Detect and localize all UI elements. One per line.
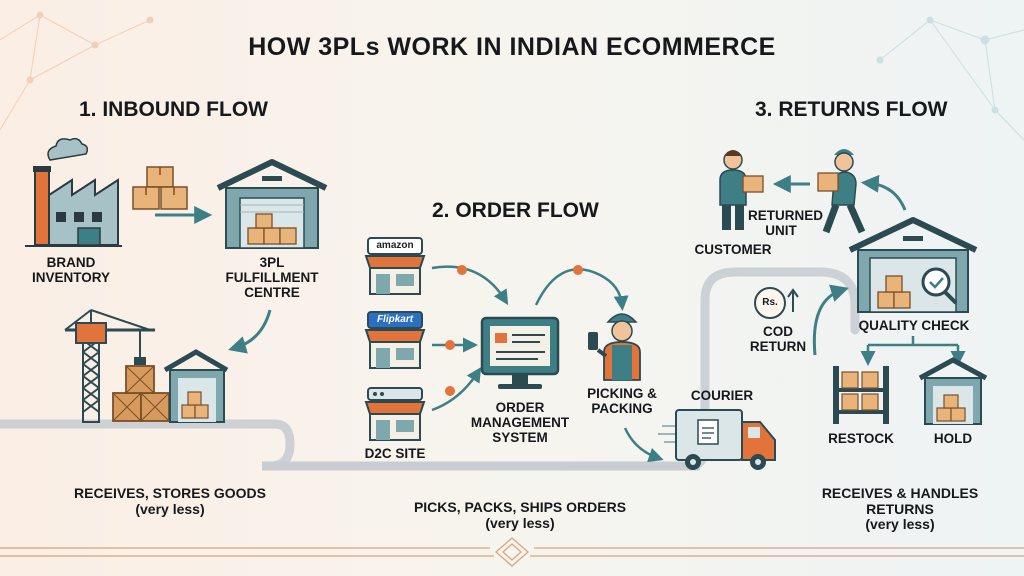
- arrow-qc-to-person: [860, 174, 907, 211]
- network-decoration-left: [0, 11, 154, 131]
- returns-heading: 3. RETURNS FLOW: [755, 98, 948, 121]
- delivery-person-icon: [817, 149, 866, 234]
- courier-label: COURIER: [690, 388, 754, 403]
- arrow-amazon-to-oms: [431, 265, 509, 306]
- inbound-heading: 1. INBOUND FLOW: [79, 98, 268, 121]
- page-title: HOW 3PLs WORK IN INDIAN ECOMMERCE: [248, 33, 776, 61]
- restock-label: RESTOCK: [828, 431, 894, 446]
- arrow-picking-to-courier: [623, 427, 664, 463]
- fulfillment-centre-label: 3PL FULFILLMENT CENTRE: [225, 255, 319, 301]
- returns-caption-text: RECEIVES & HANDLES RETURNS: [821, 485, 979, 517]
- picking-packing-label: PICKING & PACKING: [587, 386, 657, 417]
- d2c-site-label: D2C SITE: [364, 446, 426, 461]
- amazon-logo: amazon: [376, 240, 414, 251]
- returned-unit-label: RETURNED UNIT: [748, 208, 824, 239]
- boxes-icon: [132, 166, 188, 210]
- flipkart-logo: Flipkart: [376, 314, 414, 325]
- customer-icon: [719, 150, 764, 230]
- courier-truck-icon: [658, 409, 776, 470]
- arrow-qc-branch: [868, 336, 958, 347]
- bottom-border-decoration: [0, 537, 1024, 567]
- inbound-caption: RECEIVES, STORES GOODS (very less): [50, 485, 290, 517]
- inbound-caption-text: RECEIVES, STORES GOODS: [74, 485, 266, 501]
- storage-warehouse-icon: [163, 349, 229, 423]
- inbound-caption-note: (very less): [135, 500, 205, 517]
- amazon-store-icon: [364, 237, 426, 295]
- order-caption-text: PICKS, PACKS, SHIPS ORDERS: [413, 499, 627, 515]
- fulfillment-centre-icon: [216, 159, 328, 249]
- flipkart-store-icon: [364, 311, 426, 369]
- picker-worker-icon: [588, 313, 641, 381]
- crates-icon: [112, 365, 170, 422]
- arrow-cod-to-qc: [812, 284, 849, 356]
- order-heading: 2. ORDER FLOW: [432, 199, 599, 222]
- hold-label: HOLD: [933, 431, 973, 446]
- oms-label: ORDER MANAGEMENT SYSTEM: [470, 400, 570, 446]
- cod-return-label: COD RETURN: [749, 324, 807, 355]
- cod-symbol: Rs.: [762, 297, 778, 308]
- customer-label: CUSTOMER: [694, 242, 772, 257]
- crane-icon: [64, 309, 155, 423]
- factory-icon: [25, 137, 122, 247]
- arrow-fc-to-storage: [228, 309, 272, 354]
- restock-shelf-icon: [833, 366, 889, 424]
- returns-caption-note: (very less): [865, 516, 935, 533]
- brand-inventory-label: BRAND INVENTORY: [31, 255, 110, 286]
- order-caption-note: (very less): [485, 514, 555, 531]
- d2c-store-icon: [364, 387, 426, 441]
- network-decoration-right: [876, 16, 1024, 141]
- hold-warehouse-icon: [918, 357, 988, 425]
- returns-caption: RECEIVES & HANDLES RETURNS (very less): [810, 485, 990, 533]
- order-caption: PICKS, PACKS, SHIPS ORDERS (very less): [390, 499, 650, 531]
- oms-monitor-icon: [480, 316, 560, 389]
- arrow-oms-to-picking: [534, 268, 629, 311]
- quality-check-warehouse-icon: [848, 217, 978, 313]
- quality-check-label: QUALITY CHECK: [858, 318, 970, 333]
- arrow-d2c-to-oms: [431, 366, 482, 412]
- cod-return-icon: [754, 287, 799, 319]
